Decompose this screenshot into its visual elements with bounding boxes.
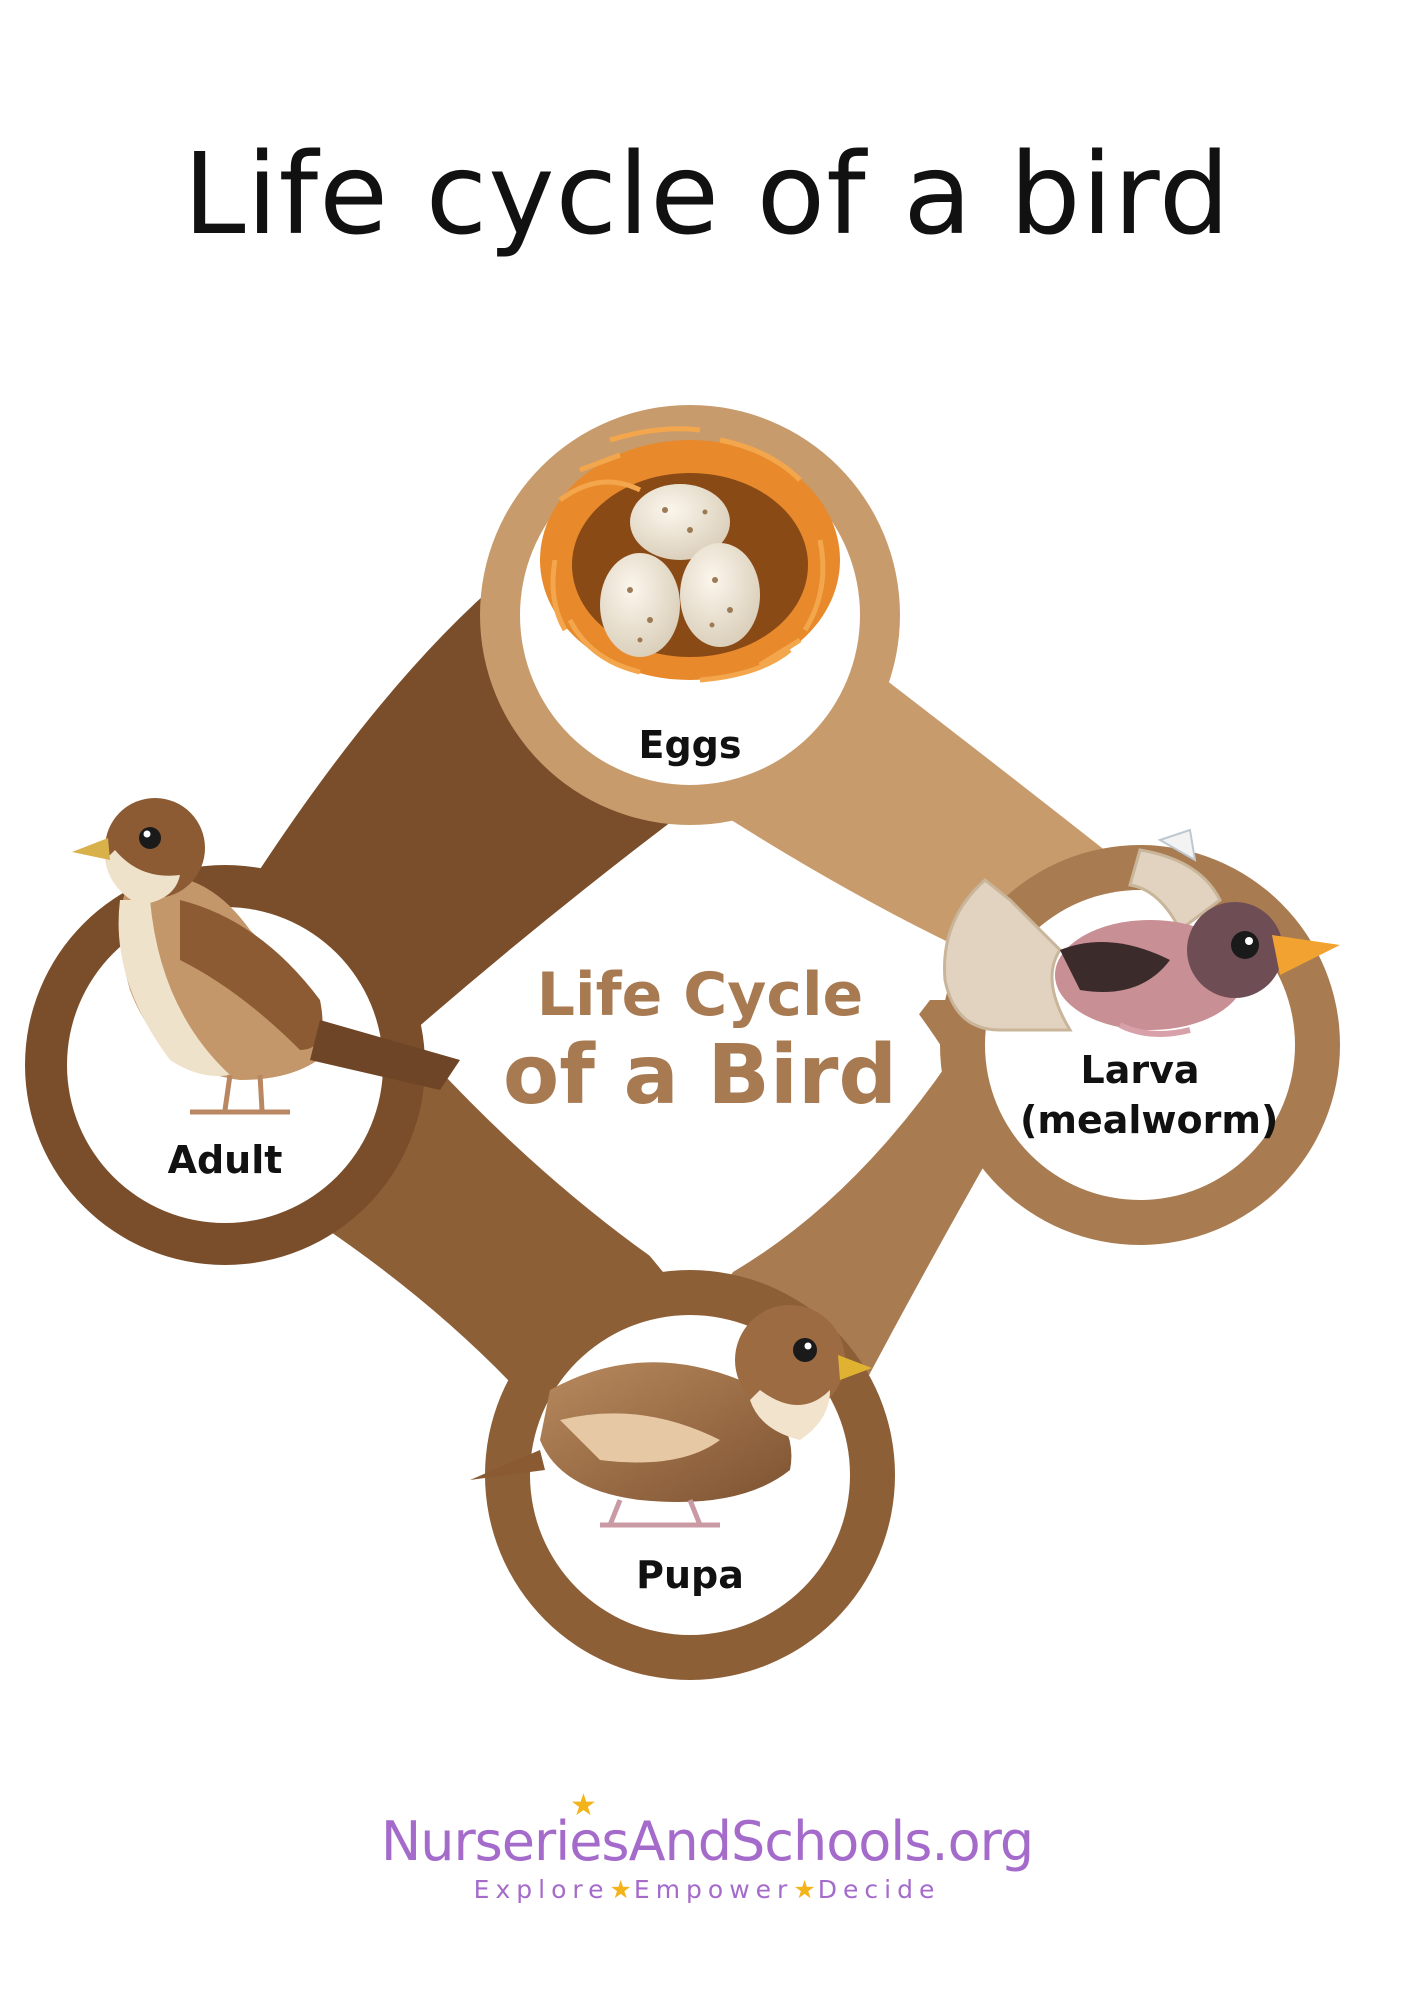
page-title: Life cycle of a bird <box>183 130 1231 260</box>
stage-label-larva-line-1: Larva <box>1080 1048 1200 1092</box>
logo-tag-star-icon: ★ <box>609 1875 634 1904</box>
logo-tag-star-icon: ★ <box>793 1875 818 1904</box>
stage-label-pupa: Pupa <box>636 1553 744 1597</box>
logo-tag-decide: Decide <box>817 1875 941 1904</box>
stage-label-larva: Larva (mealworm) <box>1020 1045 1278 1145</box>
logo-star-icon: ★ <box>570 1788 597 1823</box>
logo-tag-explore: Explore <box>473 1875 610 1904</box>
stage-label-larva-line-2: (mealworm) <box>1020 1098 1279 1142</box>
stage-label-adult: Adult <box>167 1138 283 1182</box>
center-lens <box>430 830 950 1290</box>
hatchling-larva-icon <box>943 828 1340 1037</box>
logo-name: NurseriesAndSchools.org <box>380 1810 1034 1873</box>
young-bird-pupa-icon <box>470 1305 872 1528</box>
logo-tagline: Explore★Empower★Decide <box>0 1875 1414 1904</box>
center-title-line-1: Life Cycle <box>536 960 864 1030</box>
site-logo: ★ NurseriesAndSchools.org Explore★Empowe… <box>0 1788 1414 1904</box>
nest-with-eggs-icon <box>540 426 840 683</box>
stage-label-eggs: Eggs <box>638 723 742 767</box>
logo-tag-empower: Empower <box>633 1875 794 1904</box>
adult-bird-icon <box>72 798 460 1115</box>
center-title: Life Cycle of a Bird <box>460 960 940 1122</box>
center-title-line-2: of a Bird <box>502 1028 898 1123</box>
